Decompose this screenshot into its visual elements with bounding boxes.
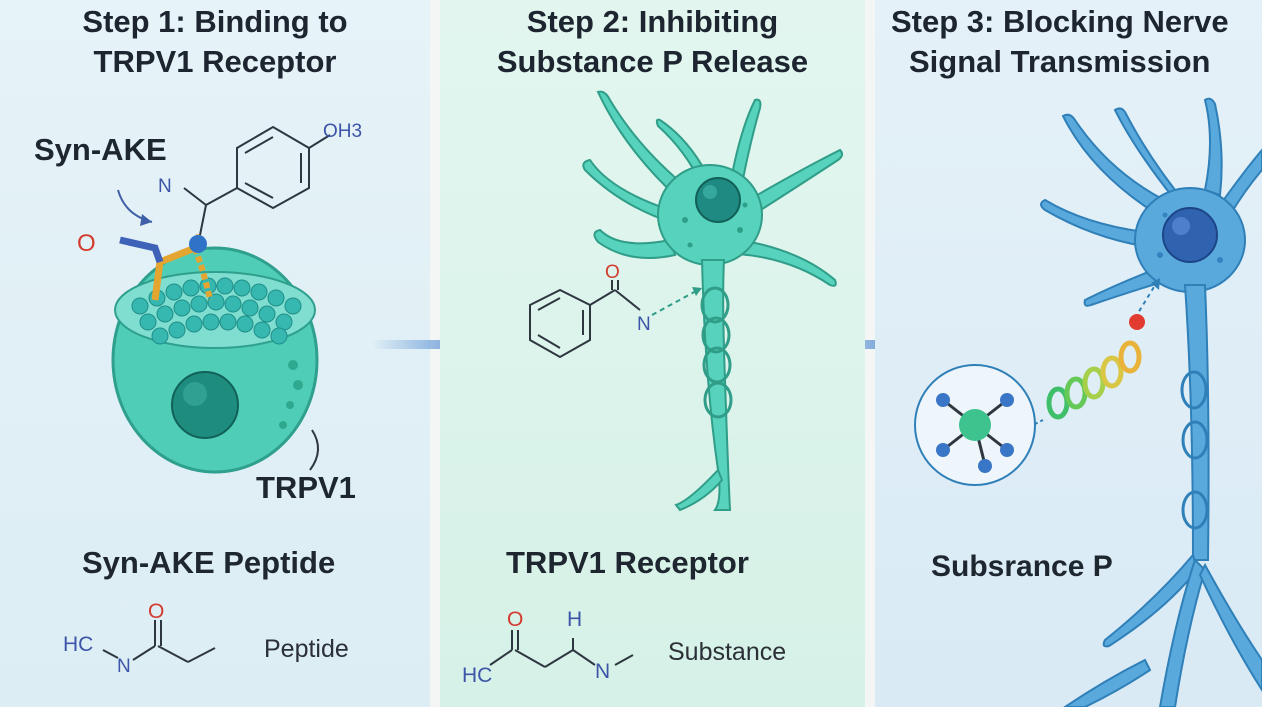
peptide-formula-label: Peptide: [264, 635, 349, 663]
step-1-panel: Step 1: Binding to TRPV1 Receptor: [0, 0, 430, 707]
substance-p-chain: [1046, 340, 1142, 420]
benzamide-oxygen: O: [605, 262, 620, 283]
step-2-illustration: [489, 90, 844, 668]
substance-nitrogen: N: [595, 660, 611, 683]
oxygen-atom: O: [77, 230, 96, 257]
signal-arrow: [1134, 281, 1158, 319]
substance-formula-label: Substance: [668, 638, 787, 666]
formula-n-atom: N: [117, 656, 131, 677]
myelin-sheath: [700, 286, 733, 419]
substance-oxygen: O: [507, 608, 524, 631]
step-3-title-line-2: Signal Transmission: [909, 44, 1211, 79]
binding-arrow: [651, 289, 699, 316]
peptide-formula-bonds: [102, 620, 216, 663]
step-1-title: Step 1: Binding to TRPV1 Receptor: [0, 2, 430, 82]
syn-ake-pointer-label: Syn-AKE: [34, 132, 167, 167]
step-2-title: Step 2: Inhibiting Substance P Release: [440, 2, 865, 82]
substance-formula-bonds: [489, 630, 634, 668]
nitrogen-atom: N: [158, 176, 172, 197]
neuron-teal: [582, 90, 844, 512]
peptide-pointer-arrow: [117, 189, 153, 223]
step-1-caption: Syn-AKE Peptide: [82, 545, 336, 580]
step-1-title-line-2: TRPV1 Receptor: [93, 44, 337, 79]
step-3-title: Step 3: Blocking Nerve Signal Transmissi…: [891, 2, 1262, 82]
substance-hydrogen: H: [567, 608, 583, 631]
neuron-blue: [1040, 97, 1262, 707]
formula-o-atom: O: [148, 600, 165, 623]
trpv1-label: TRPV1: [256, 470, 356, 505]
step-3-illustration: [914, 97, 1262, 707]
step-2-caption: TRPV1 Receptor: [506, 545, 749, 580]
step-1-title-line-1: Step 1: Binding to: [82, 4, 348, 39]
benzamide-nitrogen: N: [637, 314, 651, 335]
receptor-pointer-line: [309, 429, 319, 471]
oh3-atom: OH3: [323, 121, 363, 142]
step-2-title-line-2: Substance P Release: [496, 44, 809, 79]
formula-hc-atom: HC: [63, 633, 94, 656]
step-3-caption: Subsrance P: [931, 550, 1113, 583]
step-3-title-line-1: Step 3: Blocking Nerve: [891, 4, 1229, 39]
molecule-core-atom: [959, 409, 991, 441]
step-1-illustration: [102, 125, 331, 663]
cell-nucleus: [171, 371, 239, 439]
receptor-cluster: [131, 277, 302, 345]
substance-hc-atom: HC: [462, 664, 493, 687]
benzamide-bonds: [529, 280, 641, 359]
step-2-panel: Step 2: Inhibiting Substance P Release: [440, 0, 865, 707]
step-3-panel: Step 3: Blocking Nerve Signal Transmissi…: [875, 0, 1262, 707]
neuron-blue-nucleus: [1162, 207, 1218, 263]
step-2-title-line-1: Step 2: Inhibiting: [526, 4, 779, 39]
neuron-nucleus: [695, 177, 741, 223]
axon-myelin: [1180, 370, 1209, 530]
